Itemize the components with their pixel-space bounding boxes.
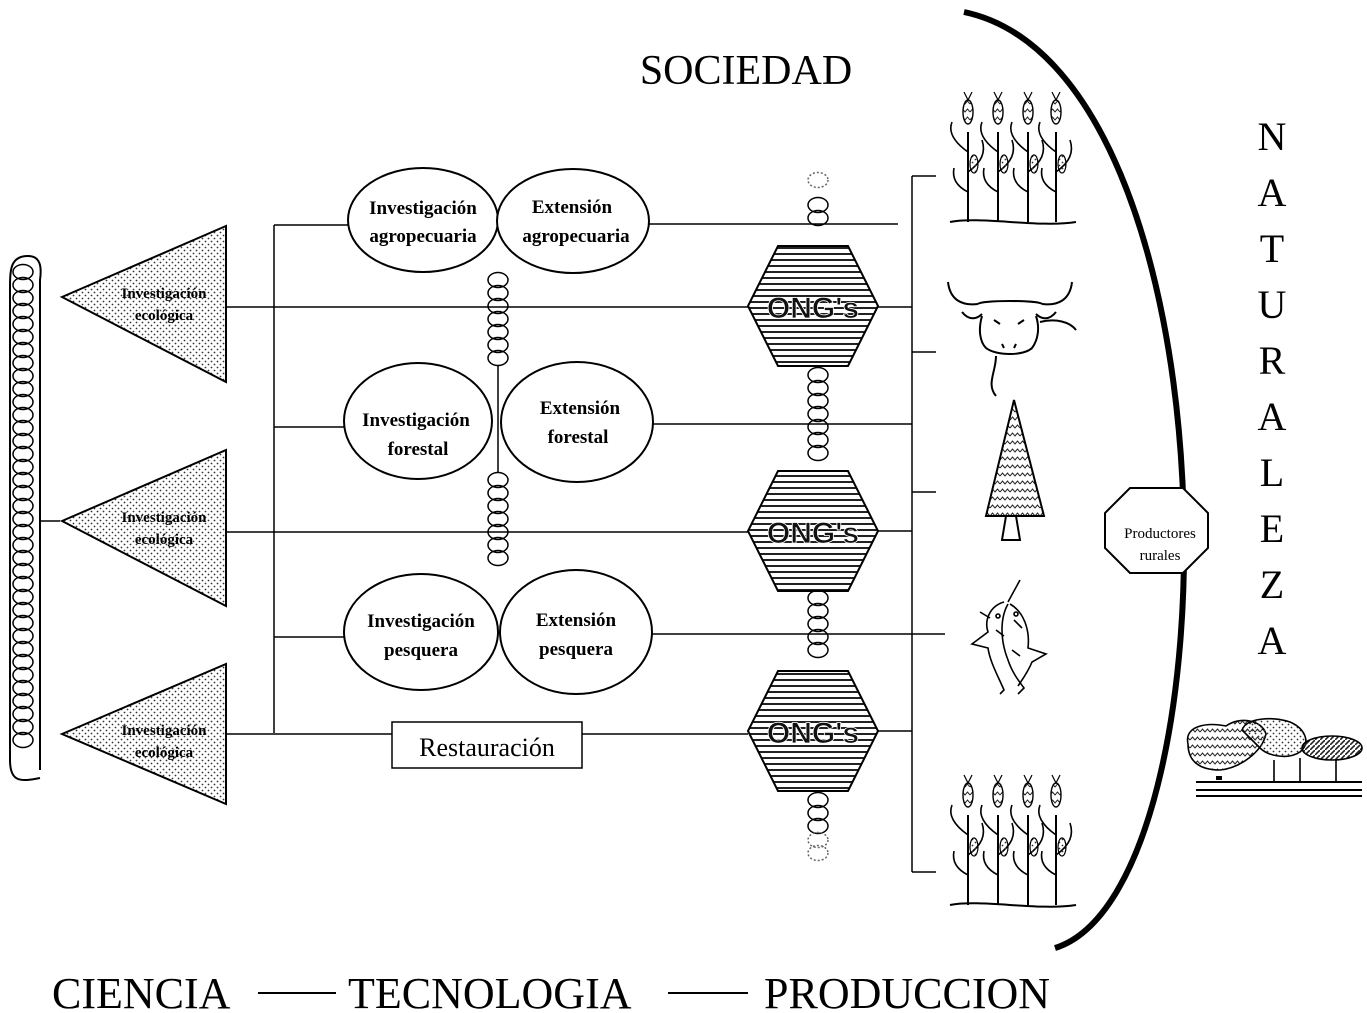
extension-3-line1: Extensión [536,610,617,631]
landscape-icon [1186,717,1363,797]
fish-icon [970,579,1048,695]
nature-arc [963,9,1188,951]
research-2-line2: forestal [388,439,449,460]
productores-octagon: Productores rurales [1104,487,1209,574]
corn-crop-icon [949,774,1077,908]
triangle-2-line1: Investigación [121,510,207,526]
naturaleza-letter: L [1260,450,1284,495]
research-pesquera: Investigación pesquera [343,573,499,691]
research-2-line1: Investigación [362,410,470,431]
ong-label-3: ONG's [767,717,859,750]
sociedad-title: SOCIEDAD [640,48,852,94]
extension-3-line2: pesquera [539,639,613,660]
productores-line2: rurales [1140,548,1181,564]
naturaleza-letter: A [1258,170,1287,215]
research-3-line2: pesquera [384,640,458,661]
naturaleza-letter: Z [1260,562,1284,607]
naturaleza-letter: U [1258,282,1287,327]
naturaleza-letter: A [1258,618,1287,663]
extension-forestal: Extensión forestal [500,361,654,483]
ecology-triangle-2: Investigación ecológica [59,448,227,608]
left-spring-bracket [9,255,42,781]
research-agropecuaria: Investigación agropecuaria [347,167,499,273]
ciencia-label: CIENCIA [52,969,231,1013]
research-forestal: Investigación forestal [343,362,493,480]
research-3-line1: Investigación [367,611,475,632]
extension-agropecuaria: Extensión agropecuaria [496,168,650,274]
naturaleza-letter: N [1258,114,1287,159]
ong-hexagon-2: ONG's [746,470,880,592]
triangle-3-line1: Investigación [121,723,207,739]
restauracion-label: Restauración [419,733,555,762]
extension-1-line1: Extensión [532,197,613,218]
triangle-1-line1: Investigación [121,286,207,302]
pine-tree-icon [984,399,1046,541]
naturaleza-letter: E [1260,506,1284,551]
extension-1-line2: agropecuaria [522,226,630,247]
extension-2-line2: forestal [548,427,609,448]
triangle-2-line2: ecológica [135,532,194,548]
tecnologia-label: TECNOLOGIA [348,969,632,1013]
produccion-label: PRODUCCION [764,969,1050,1013]
ong-label-2: ONG's [767,517,859,550]
restauracion-box: Restauración [391,721,583,769]
ecology-triangle-3: Investigación ecológica [59,662,227,806]
ong-hexagon-1: ONG's [746,245,880,367]
ong-label-1: ONG's [767,292,859,325]
ong-hexagon-3: ONG's [746,670,880,792]
productores-line1: Productores [1124,526,1196,542]
production-bracket [911,175,936,873]
triangle-3-line2: ecológica [135,745,194,761]
bottom-caption: CIENCIA TECNOLOGIA PRODUCCION [52,969,1050,1013]
research-1-line2: agropecuaria [369,226,477,247]
naturaleza-letter: A [1258,394,1287,439]
extension-2-line1: Extensión [540,398,621,419]
ong-springs [807,171,829,862]
ecology-triangle-1: Investigación ecológica [59,224,227,384]
naturaleza-letter: T [1260,226,1284,271]
research-1-line1: Investigación [369,198,477,219]
naturaleza-letter: R [1259,338,1286,383]
triangle-1-line2: ecológica [135,308,194,324]
extension-pesquera: Extensión pesquera [499,569,653,695]
research-springs [487,271,509,567]
corn-crop-icon [949,91,1077,225]
cattle-icon [947,281,1077,397]
